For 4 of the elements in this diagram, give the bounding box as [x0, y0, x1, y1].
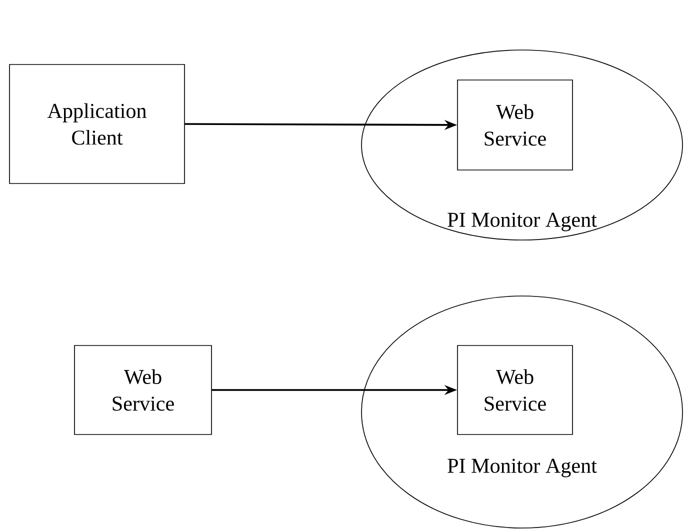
service-box: Web Service — [457, 345, 573, 435]
service-box: Web Service — [74, 345, 212, 435]
service-box: Web Service — [457, 80, 573, 170]
service-box: Application Client — [9, 64, 185, 184]
